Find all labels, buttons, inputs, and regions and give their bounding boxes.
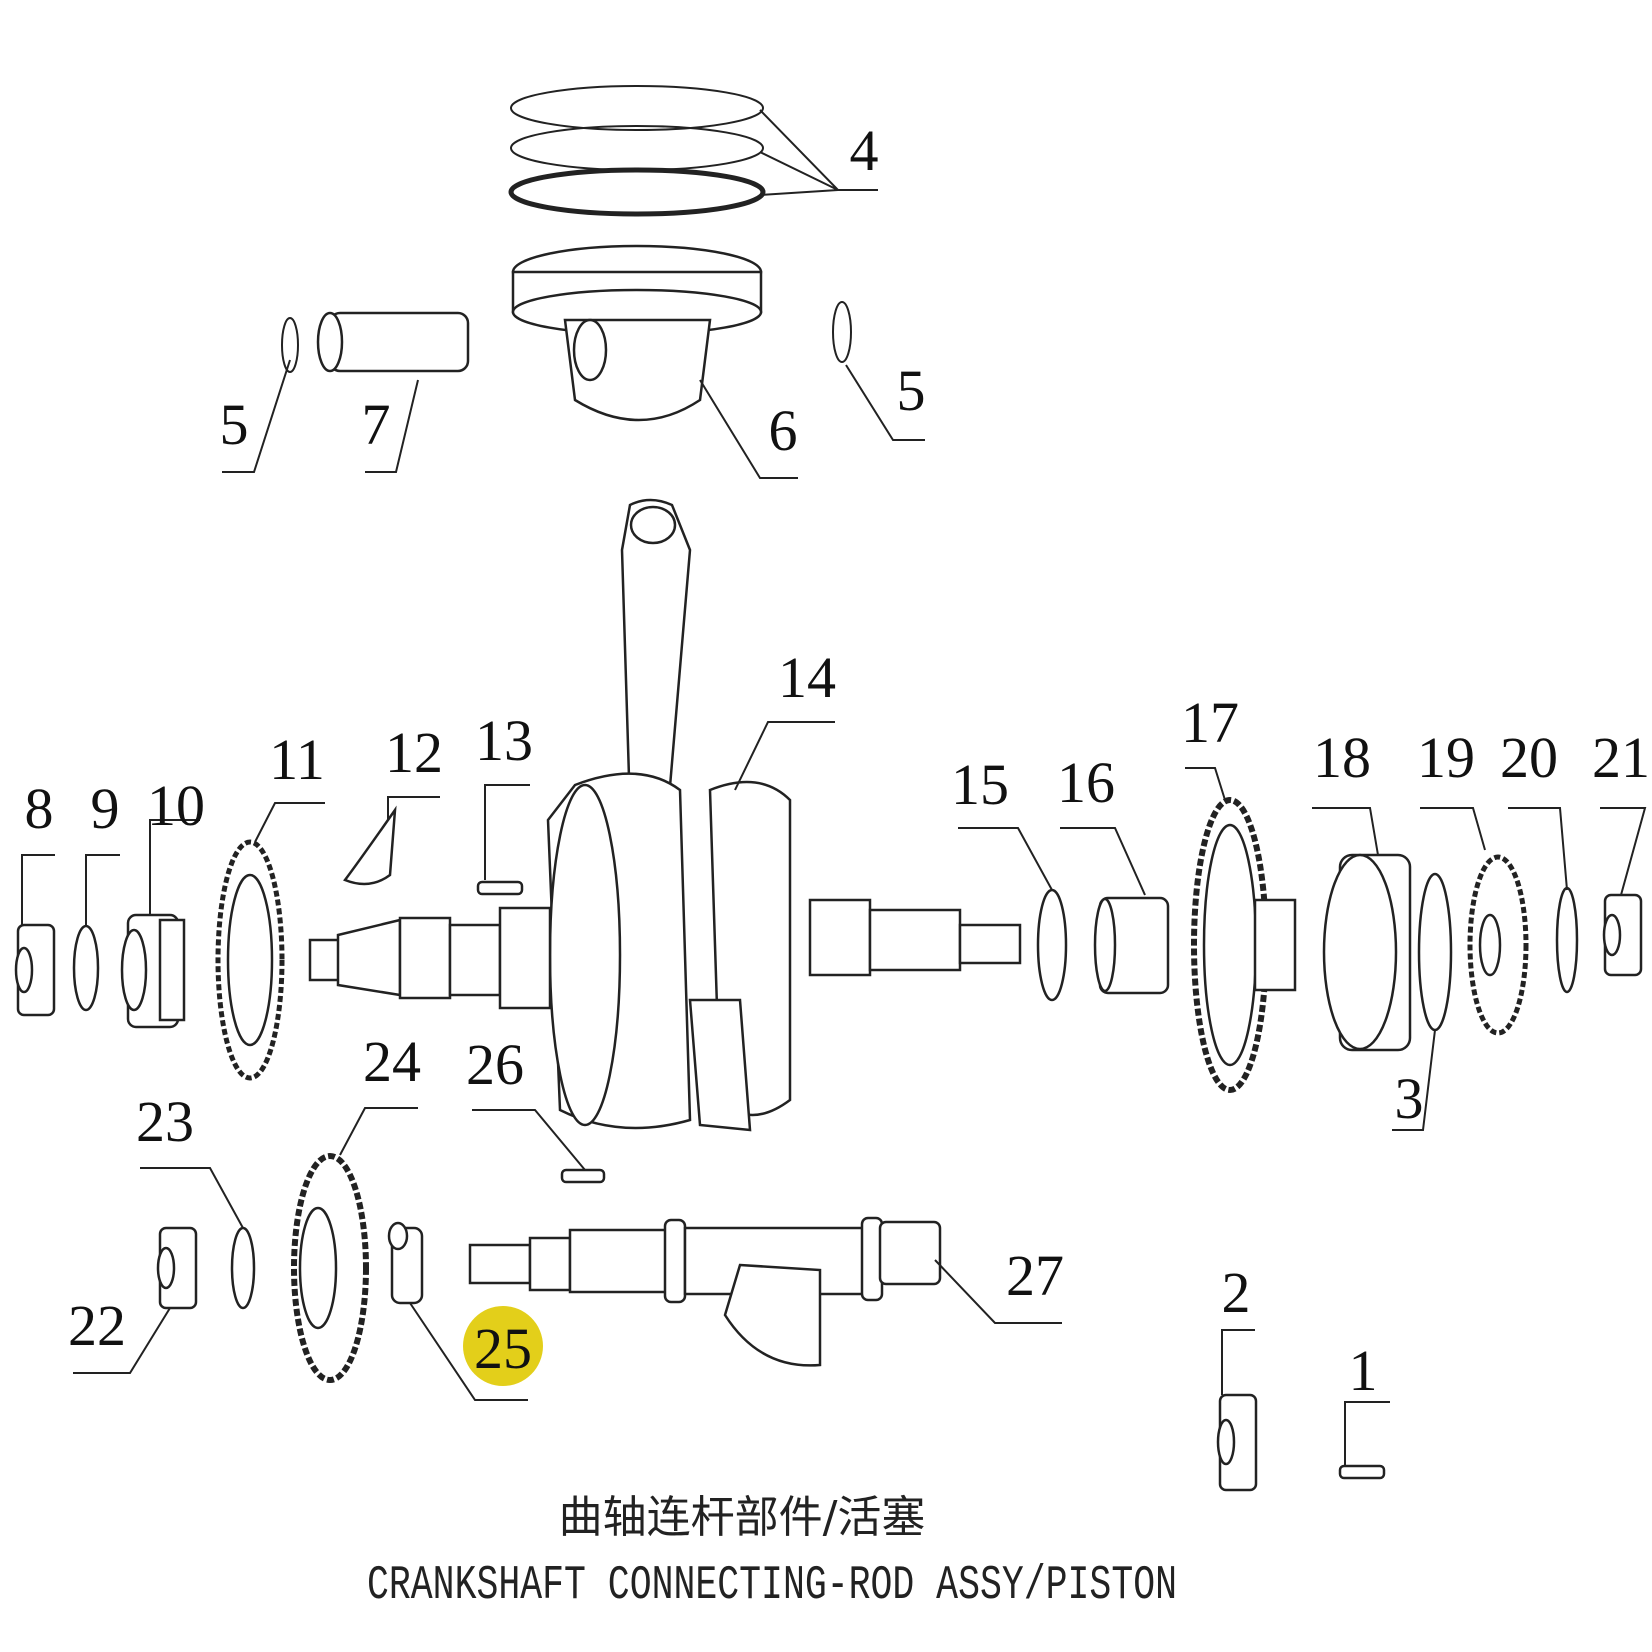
needle-bearing-16 xyxy=(1093,896,1170,995)
crankshaft-connecting-rod xyxy=(308,498,1022,1132)
pin-26 xyxy=(560,1168,606,1184)
label-23[interactable]: 23 xyxy=(136,1089,194,1154)
label-4[interactable]: 4 xyxy=(850,118,879,183)
label-20[interactable]: 20 xyxy=(1500,725,1558,790)
washer-3 xyxy=(1417,872,1453,1032)
nut-22 xyxy=(156,1226,198,1310)
label-21[interactable]: 21 xyxy=(1592,725,1650,790)
label-16[interactable]: 16 xyxy=(1057,750,1115,815)
label-18[interactable]: 18 xyxy=(1313,725,1371,790)
washer-23 xyxy=(230,1226,256,1310)
washer-15 xyxy=(1036,888,1068,1002)
label-5-left[interactable]: 5 xyxy=(220,392,249,457)
label-1[interactable]: 1 xyxy=(1349,1338,1378,1403)
label-25[interactable]: 25 xyxy=(474,1316,532,1381)
gear-19 xyxy=(1467,854,1529,1036)
bushing-25 xyxy=(387,1221,424,1305)
title-chinese: 曲轴连杆部件/活塞 xyxy=(559,1492,926,1543)
label-8[interactable]: 8 xyxy=(25,776,54,841)
nut-8 xyxy=(14,923,56,1017)
label-11[interactable]: 11 xyxy=(269,727,325,792)
circlip-left xyxy=(281,317,299,373)
clutch-18 xyxy=(1322,853,1412,1052)
piston xyxy=(511,244,763,422)
nut-2 xyxy=(1216,1393,1258,1492)
leader-lines xyxy=(21,109,1647,1466)
label-17[interactable]: 17 xyxy=(1181,690,1239,755)
label-3[interactable]: 3 xyxy=(1395,1066,1424,1131)
pin-1 xyxy=(1338,1464,1386,1480)
label-12[interactable]: 12 xyxy=(385,720,443,785)
title-english: CRANKSHAFT CONNECTING-ROD ASSY/PISTON xyxy=(367,1559,1177,1613)
gear-24 xyxy=(291,1153,369,1383)
label-14[interactable]: 14 xyxy=(778,645,836,710)
highlight-part-25 xyxy=(463,1306,543,1386)
balancer-shaft-27 xyxy=(468,1216,942,1367)
circlip-right xyxy=(832,301,852,363)
label-13[interactable]: 13 xyxy=(475,708,533,773)
part-labels: 1 2 3 4 5 5 6 7 8 9 10 11 12 13 14 15 16… xyxy=(25,118,1651,1403)
label-5-right[interactable]: 5 xyxy=(897,358,926,423)
label-24[interactable]: 24 xyxy=(363,1029,421,1094)
label-26[interactable]: 26 xyxy=(466,1032,524,1097)
gear-11 xyxy=(215,839,285,1081)
nut-21 xyxy=(1602,893,1643,977)
label-27[interactable]: 27 xyxy=(1006,1243,1064,1308)
label-22[interactable]: 22 xyxy=(68,1293,126,1358)
label-7[interactable]: 7 xyxy=(362,392,391,457)
gear-10 xyxy=(120,913,186,1029)
label-6[interactable]: 6 xyxy=(769,398,798,463)
label-10[interactable]: 10 xyxy=(147,773,205,838)
key-12 xyxy=(343,805,397,886)
piston-rings xyxy=(508,85,766,217)
gear-17 xyxy=(1191,797,1297,1093)
label-19[interactable]: 19 xyxy=(1417,725,1475,790)
label-9[interactable]: 9 xyxy=(91,776,120,841)
label-15[interactable]: 15 xyxy=(951,752,1009,817)
piston-pin xyxy=(316,311,470,373)
washer-9 xyxy=(72,924,100,1012)
pin-13 xyxy=(476,880,524,896)
label-2[interactable]: 2 xyxy=(1222,1260,1251,1325)
washer-20 xyxy=(1555,886,1579,994)
